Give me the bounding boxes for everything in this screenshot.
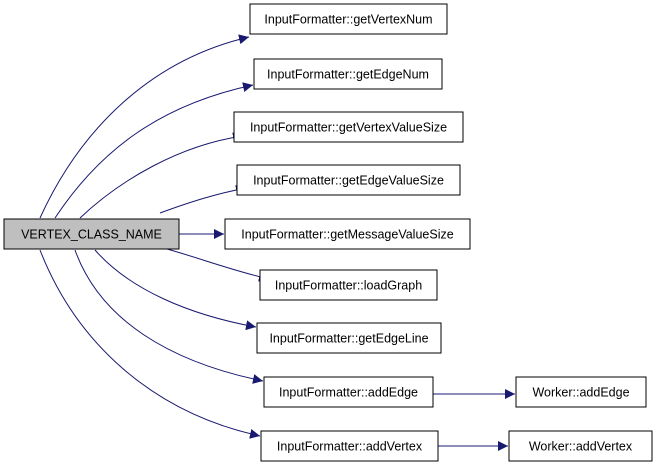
node-addVertex-label: InputFormatter::addVertex	[277, 440, 423, 454]
node-workerAddVertex[interactable]: Worker::addVertex	[508, 430, 653, 462]
node-getEdgeLine[interactable]: InputFormatter::getEdgeLine	[256, 322, 442, 354]
node-getVertexValueSize[interactable]: InputFormatter::getVertexValueSize	[233, 111, 464, 143]
node-getVertexValueSize-label: InputFormatter::getVertexValueSize	[250, 121, 447, 135]
node-getVertexNum-label: InputFormatter::getVertexNum	[264, 13, 432, 27]
edge-root-to-getEdgeValueSize	[159, 184, 247, 214]
node-getEdgeLine-label: InputFormatter::getEdgeLine	[269, 332, 428, 346]
edge-root-to-addVertex	[39, 249, 261, 439]
edge-root-to-getEdgeLine	[94, 249, 257, 331]
edge-root-to-getVertexValueSize	[79, 132, 244, 219]
node-workerAddVertex-label: Worker::addVertex	[529, 440, 633, 454]
node-getEdgeNum[interactable]: InputFormatter::getEdgeNum	[253, 58, 443, 90]
node-root[interactable]: VERTEX_CLASS_NAME	[3, 218, 180, 250]
edge-root-to-getVertexNum	[39, 34, 250, 219]
edges	[39, 34, 515, 451]
node-root-label: VERTEX_CLASS_NAME	[21, 228, 162, 242]
node-getEdgeValueSize[interactable]: InputFormatter::getEdgeValueSize	[236, 164, 461, 196]
node-workerAddEdge[interactable]: Worker::addEdge	[515, 376, 647, 408]
node-getMessageValueSize-label: InputFormatter::getMessageValueSize	[241, 228, 453, 242]
node-loadGraph-label: InputFormatter::loadGraph	[275, 279, 422, 293]
node-getEdgeNum-label: InputFormatter::getEdgeNum	[267, 68, 429, 82]
edge-root-to-getEdgeNum	[54, 82, 254, 219]
node-getEdgeValueSize-label: InputFormatter::getEdgeValueSize	[253, 174, 444, 188]
node-loadGraph[interactable]: InputFormatter::loadGraph	[259, 269, 438, 301]
node-getVertexNum[interactable]: InputFormatter::getVertexNum	[249, 3, 448, 35]
edge-root-to-loadGraph	[159, 246, 270, 282]
node-getMessageValueSize[interactable]: InputFormatter::getMessageValueSize	[224, 218, 471, 250]
node-addEdge-label: InputFormatter::addEdge	[279, 386, 418, 400]
node-workerAddEdge-label: Worker::addEdge	[532, 386, 629, 400]
node-addEdge[interactable]: InputFormatter::addEdge	[263, 376, 434, 408]
node-addVertex[interactable]: InputFormatter::addVertex	[260, 430, 439, 462]
edge-root-to-addEdge	[74, 249, 264, 384]
